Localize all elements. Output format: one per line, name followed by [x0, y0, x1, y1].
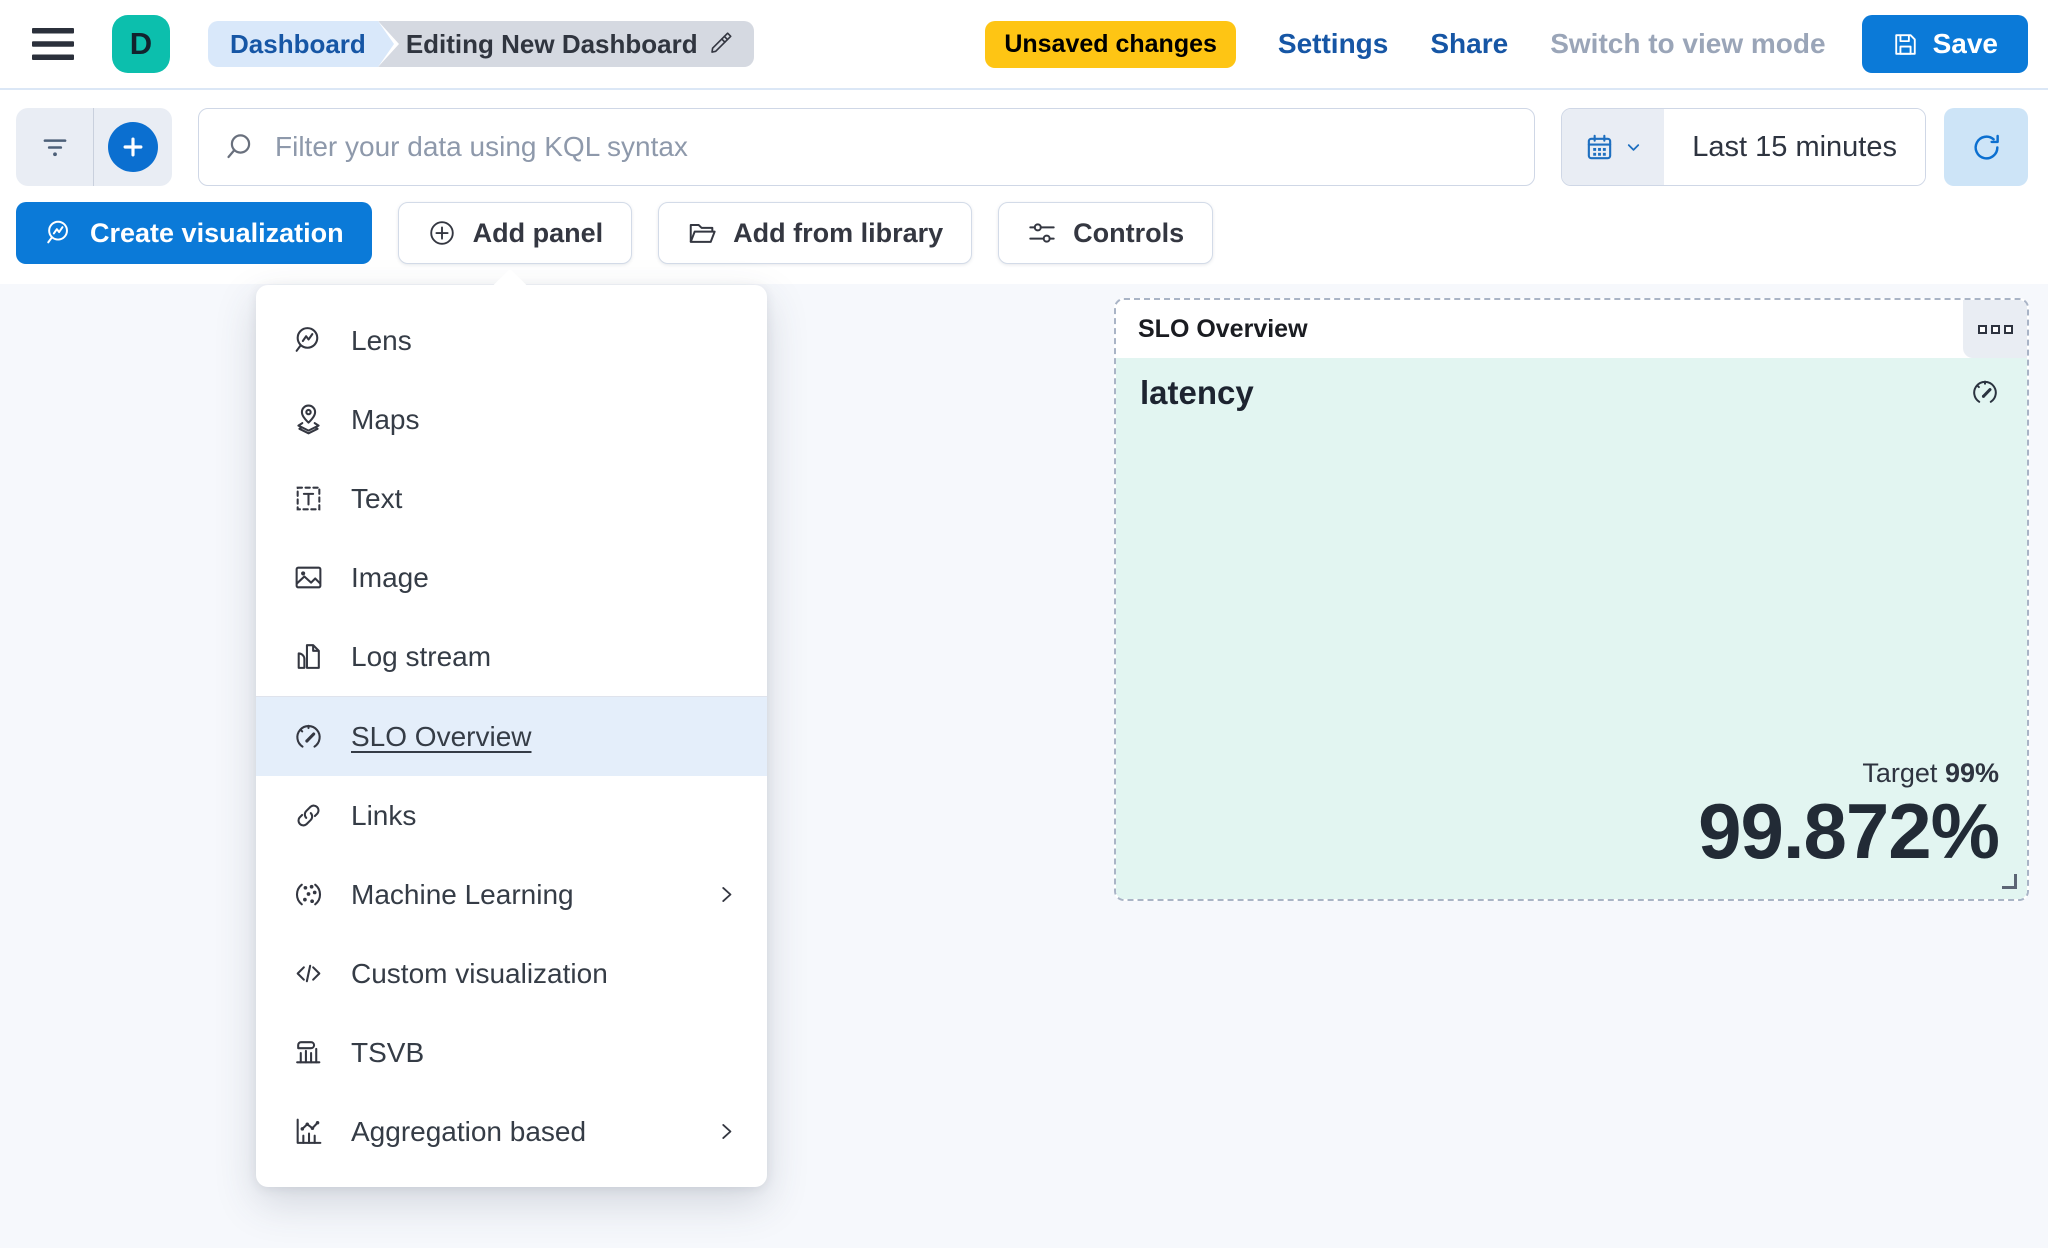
- slo-metric-values: Target 99% 99.872%: [1698, 757, 2000, 875]
- panel-resize-handle[interactable]: [2002, 874, 2017, 889]
- machine-learning-icon: [295, 883, 322, 906]
- create-visualization-button[interactable]: Create visualization: [16, 202, 372, 264]
- target-label: Target: [1862, 757, 1938, 788]
- text-icon: [296, 486, 321, 511]
- link-icon: [297, 804, 320, 827]
- menu-item-slo-overview[interactable]: SLO Overview: [256, 697, 767, 776]
- filter-icon: [43, 139, 66, 157]
- add-from-library-button[interactable]: Add from library: [658, 202, 973, 264]
- chevron-down-icon: [1627, 143, 1639, 151]
- save-button[interactable]: Save: [1861, 15, 2028, 73]
- log-stream-icon: [297, 644, 320, 669]
- plus-in-circle-icon: [429, 221, 454, 245]
- chevron-right-icon: [722, 887, 732, 902]
- panel-options-button[interactable]: [1963, 300, 2027, 358]
- menu-item-custom-visualization[interactable]: Custom visualization: [256, 934, 767, 1013]
- lens-icon: [295, 327, 319, 352]
- target-value: 99%: [1944, 757, 1999, 788]
- menu-item-tsvb[interactable]: TSVB: [256, 1013, 767, 1092]
- breadcrumb: Dashboard Editing New Dashboard: [208, 21, 754, 67]
- menu-item-links[interactable]: Links: [256, 776, 767, 855]
- date-picker-button[interactable]: [1562, 109, 1665, 185]
- add-filter-button[interactable]: [94, 108, 172, 186]
- menu-item-maps[interactable]: Maps: [256, 380, 767, 459]
- boxes-horizontal-icon: [1977, 324, 1987, 334]
- tsvb-icon: [296, 1041, 321, 1064]
- slo-metric-name: latency: [1140, 374, 1254, 411]
- menu-item-log-stream[interactable]: Log stream: [256, 617, 767, 696]
- search-icon: [227, 134, 251, 159]
- edit-pencil-icon: [710, 32, 732, 53]
- switch-to-view-mode-link[interactable]: Switch to view mode: [1550, 28, 1826, 59]
- space-avatar[interactable]: D: [112, 15, 170, 73]
- maps-icon: [297, 404, 320, 435]
- folder-icon: [689, 224, 716, 243]
- refresh-button[interactable]: [1944, 108, 2028, 186]
- gauge-icon: [296, 724, 321, 748]
- dashboard-title-label: Editing New Dashboard: [405, 28, 698, 59]
- menu-item-machine-learning[interactable]: Machine Learning: [256, 855, 767, 934]
- kql-search-input[interactable]: [275, 131, 1511, 163]
- sliders-icon: [1029, 223, 1055, 243]
- menu-item-lens[interactable]: Lens: [256, 301, 767, 380]
- time-range-picker: Last 15 minutes: [1561, 108, 1926, 186]
- panel-title: SLO Overview: [1138, 314, 1308, 343]
- share-link[interactable]: Share: [1430, 28, 1509, 59]
- sli-value: 99.872%: [1698, 786, 2000, 875]
- code-icon: [296, 964, 321, 983]
- panel-header: SLO Overview: [1116, 300, 2027, 358]
- top-navigation-bar: D Dashboard Editing New Dashboard Unsave…: [0, 0, 2048, 90]
- add-panel-button[interactable]: Add panel: [397, 202, 633, 264]
- image-icon: [295, 566, 322, 589]
- gauge-icon: [1973, 380, 1997, 403]
- dashboard-toolbar: Create visualization Add panel Add from …: [0, 200, 2048, 284]
- time-range-value[interactable]: Last 15 minutes: [1664, 109, 1925, 185]
- menu-hamburger-icon[interactable]: [30, 26, 76, 62]
- breadcrumb-current-title[interactable]: Editing New Dashboard: [369, 21, 754, 67]
- menu-divider: [256, 696, 767, 697]
- save-floppy-icon: [1894, 33, 1916, 55]
- slo-panel-body: latency Target 99% 99.872%: [1116, 358, 2027, 899]
- add-filter-plus-icon: [108, 122, 158, 172]
- menu-item-text[interactable]: Text: [256, 459, 767, 538]
- lens-icon: [47, 220, 68, 244]
- unsaved-changes-badge: Unsaved changes: [985, 20, 1236, 68]
- menu-item-image[interactable]: Image: [256, 538, 767, 617]
- chevron-right-icon: [722, 1124, 732, 1139]
- kql-search-box: [198, 108, 1536, 186]
- add-panel-menu: Lens Maps Text Image Log stream: [256, 268, 767, 1187]
- calendar-icon: [1587, 134, 1611, 159]
- controls-button[interactable]: Controls: [998, 202, 1214, 264]
- settings-link[interactable]: Settings: [1277, 28, 1389, 59]
- aggregation-icon: [296, 1118, 322, 1144]
- refresh-icon: [1973, 134, 1999, 160]
- menu-item-aggregation-based[interactable]: Aggregation based: [256, 1092, 767, 1171]
- breadcrumb-dashboard[interactable]: Dashboard: [208, 21, 399, 67]
- slo-overview-panel: SLO Overview latency Target 99% 99.872%: [1114, 298, 2029, 901]
- filter-controls-group: [16, 108, 172, 186]
- query-bar: Last 15 minutes: [0, 90, 2048, 200]
- filter-menu-button[interactable]: [16, 108, 94, 186]
